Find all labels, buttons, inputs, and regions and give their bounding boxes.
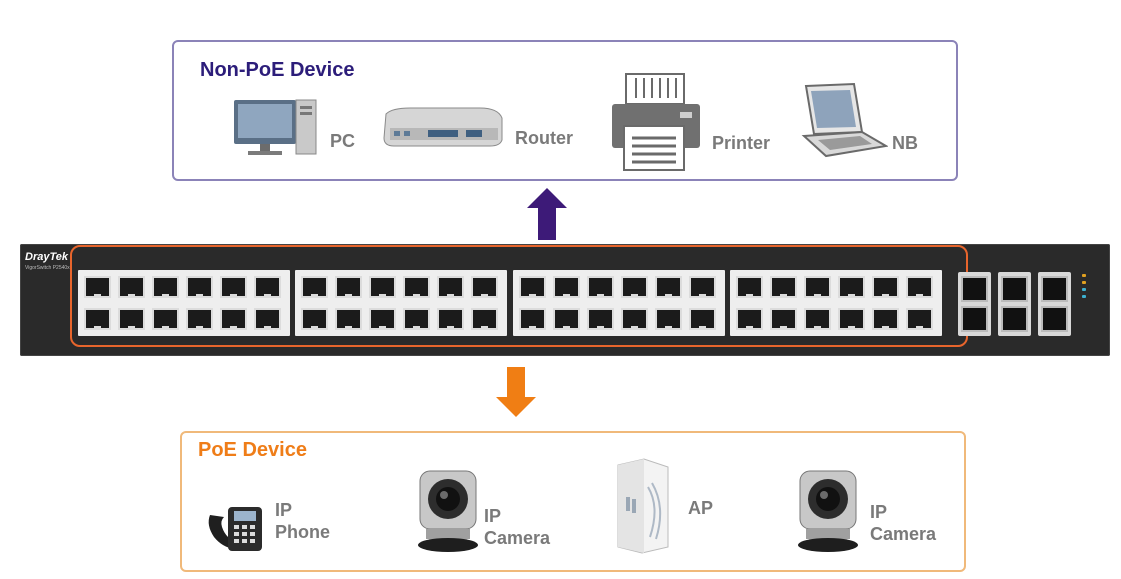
status-led <box>1082 281 1086 284</box>
switch-model: VigorSwitch P2540x <box>25 265 70 271</box>
ethernet-port <box>254 308 281 330</box>
port-group <box>730 270 942 336</box>
pc-label: PC <box>330 131 356 151</box>
arrow-up-icon <box>527 188 567 240</box>
ethernet-port <box>587 308 614 330</box>
sfp-port-group <box>998 272 1031 336</box>
ethernet-port <box>152 276 179 298</box>
ethernet-port <box>403 276 430 298</box>
poe-device-panel: PoE Device IP Phone IP Camera AP <box>180 431 966 572</box>
sfp-port <box>961 306 988 332</box>
sfp-port-group <box>1038 272 1071 336</box>
ethernet-port <box>906 276 933 298</box>
ethernet-port <box>220 276 247 298</box>
poe-switch: DrayTek VigorSwitch P2540x <box>20 244 1110 356</box>
ethernet-port <box>471 308 498 330</box>
ethernet-port <box>770 308 797 330</box>
ethernet-port <box>587 276 614 298</box>
ethernet-port <box>369 276 396 298</box>
sfp-port <box>1001 276 1028 302</box>
poe-title: PoE Device <box>198 439 307 461</box>
ethernet-port <box>437 276 464 298</box>
ethernet-port <box>152 308 179 330</box>
ethernet-port <box>220 308 247 330</box>
ethernet-port <box>770 276 797 298</box>
ethernet-port <box>403 308 430 330</box>
ethernet-port <box>804 308 831 330</box>
ethernet-port <box>335 308 362 330</box>
ethernet-port <box>553 276 580 298</box>
ethernet-port <box>621 276 648 298</box>
ethernet-port <box>689 276 716 298</box>
ethernet-port <box>84 308 111 330</box>
ethernet-port <box>621 308 648 330</box>
router-label: Router <box>515 128 573 148</box>
sfp-port <box>1001 306 1028 332</box>
ethernet-port <box>838 308 865 330</box>
ethernet-port <box>872 276 899 298</box>
ethernet-port <box>838 276 865 298</box>
printer-icon <box>612 73 700 171</box>
switch-brand: DrayTek <box>25 251 69 263</box>
ip-camera-label-1: IP Camera <box>484 506 551 548</box>
ip-phone-label: IP Phone <box>275 500 331 542</box>
pc-icon <box>234 99 317 155</box>
ethernet-port <box>519 308 546 330</box>
sfp-port-group <box>958 272 991 336</box>
ethernet-port <box>553 308 580 330</box>
ip-camera-label-2: IP Camera <box>870 502 937 544</box>
printer-label: Printer <box>712 133 771 153</box>
ip-camera-icon <box>798 470 858 552</box>
non-poe-title: Non-PoE Device <box>200 59 355 81</box>
ethernet-port <box>254 276 281 298</box>
status-led <box>1082 274 1086 277</box>
ethernet-port <box>736 308 763 330</box>
access-point-icon <box>617 458 669 554</box>
port-group <box>513 270 725 336</box>
ip-phone-icon <box>208 507 262 551</box>
router-icon <box>383 107 503 147</box>
sfp-port <box>961 276 988 302</box>
ethernet-port <box>84 276 111 298</box>
non-poe-device-panel: Non-PoE Device PC Router <box>172 40 958 181</box>
status-led <box>1082 288 1086 291</box>
ethernet-port <box>519 276 546 298</box>
ethernet-port <box>335 276 362 298</box>
ethernet-port <box>186 308 213 330</box>
ethernet-port <box>186 276 213 298</box>
ip-camera-icon <box>418 470 478 552</box>
ethernet-port <box>804 276 831 298</box>
ethernet-port <box>301 308 328 330</box>
sfp-port <box>1041 306 1068 332</box>
arrow-down-icon <box>496 367 536 417</box>
ethernet-port <box>369 308 396 330</box>
nb-label: NB <box>892 133 918 153</box>
ap-label: AP <box>688 498 714 518</box>
status-led <box>1082 295 1086 298</box>
sfp-port <box>1041 276 1068 302</box>
ethernet-port <box>906 308 933 330</box>
ethernet-port <box>655 276 682 298</box>
ethernet-port <box>301 276 328 298</box>
ethernet-port <box>655 308 682 330</box>
ethernet-port <box>118 308 145 330</box>
ethernet-port <box>872 308 899 330</box>
ethernet-port <box>437 308 464 330</box>
ethernet-port <box>689 308 716 330</box>
ethernet-port <box>471 276 498 298</box>
port-group <box>78 270 290 336</box>
ethernet-port <box>736 276 763 298</box>
port-group <box>295 270 507 336</box>
ethernet-port <box>118 276 145 298</box>
laptop-icon <box>801 82 888 158</box>
